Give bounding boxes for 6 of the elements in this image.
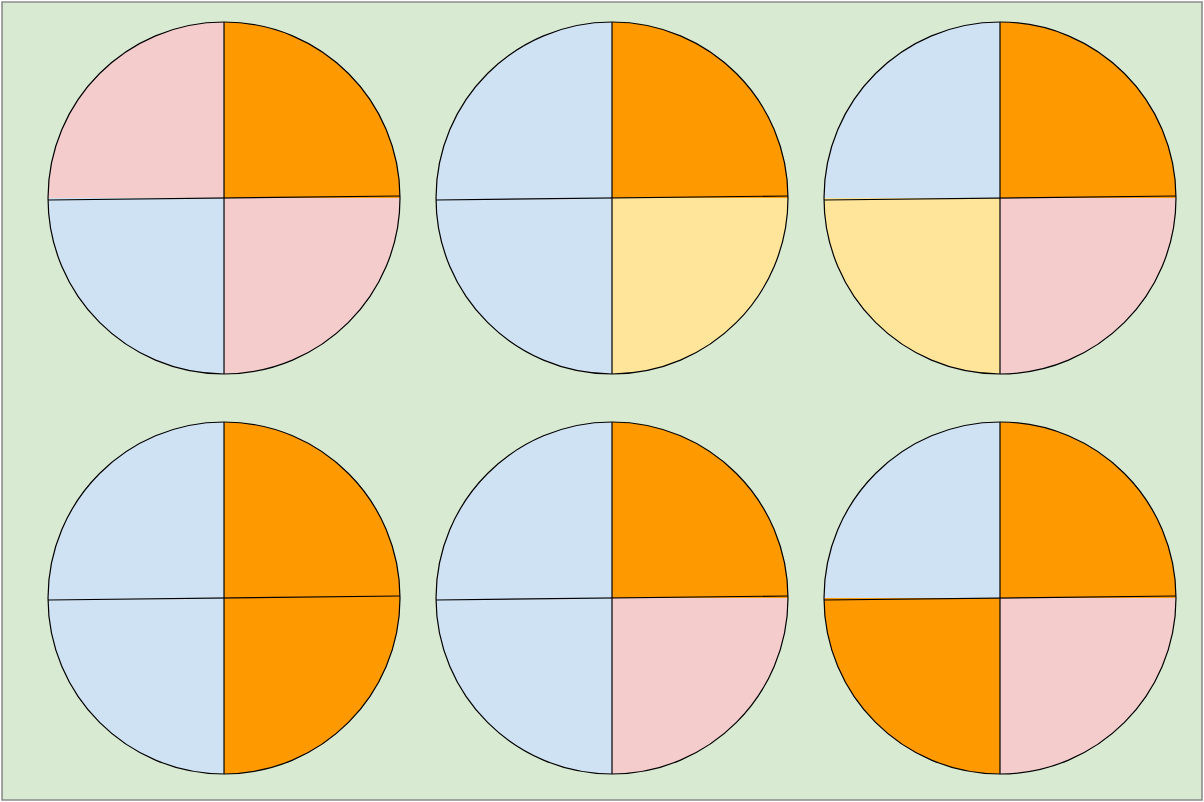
quartered-circle: [47, 421, 401, 775]
quartered-circle: [47, 21, 401, 375]
quartered-circle: [435, 21, 789, 375]
quartered-circle: [435, 421, 789, 775]
quartered-circle: [823, 421, 1177, 775]
quartered-circle: [823, 21, 1177, 375]
